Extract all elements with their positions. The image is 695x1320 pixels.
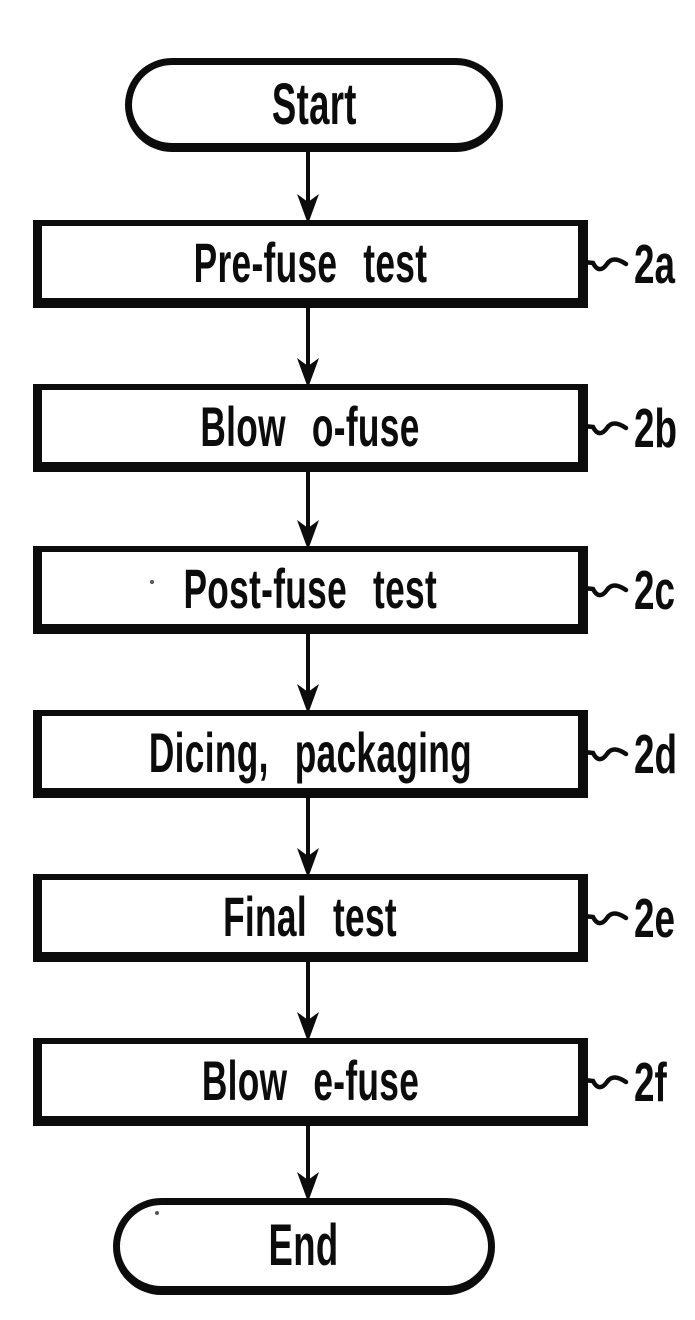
end-label: End bbox=[269, 1213, 339, 1278]
process-box-final-test: Final test bbox=[33, 874, 588, 962]
flow-arrow-2c-to-2d bbox=[297, 634, 319, 714]
process-box-pre-fuse-test: Pre-fuse test bbox=[33, 220, 588, 308]
ref-connector-squiggle-2a bbox=[583, 257, 629, 272]
end-terminator: End bbox=[113, 1198, 495, 1295]
ref-connector-squiggle-2e bbox=[583, 911, 629, 926]
process-label: Final test bbox=[223, 884, 397, 948]
start-terminator: Start bbox=[125, 58, 503, 152]
flow-arrow-2e-to-2f bbox=[297, 962, 319, 1042]
process-label: Dicing, packaging bbox=[148, 720, 472, 784]
ref-label-2e: 2e bbox=[634, 887, 675, 949]
flow-arrow-2d-to-2e bbox=[297, 798, 319, 878]
ref-label-2f: 2f bbox=[634, 1051, 667, 1113]
ref-connector-squiggle-2c bbox=[583, 583, 629, 598]
start-label: Start bbox=[271, 71, 357, 137]
ref-connector-squiggle-2d bbox=[583, 747, 629, 762]
ref-connector-squiggle-2f bbox=[583, 1075, 629, 1090]
flow-arrow-2a-to-2b bbox=[297, 308, 319, 388]
flow-arrow-2f-to-end bbox=[297, 1122, 319, 1202]
scan-speck bbox=[155, 1211, 159, 1215]
flow-arrow-2b-to-2c bbox=[297, 470, 319, 550]
process-box-post-fuse-test: Post-fuse test bbox=[33, 546, 588, 634]
ref-label-2d: 2d bbox=[634, 723, 678, 785]
ref-label-2c: 2c bbox=[634, 559, 675, 621]
process-label: Blow e-fuse bbox=[201, 1048, 419, 1112]
scan-speck bbox=[150, 580, 154, 584]
process-label: Blow o-fuse bbox=[200, 394, 420, 458]
ref-label-2b: 2b bbox=[634, 397, 678, 459]
process-box-blow-o-fuse: Blow o-fuse bbox=[33, 384, 588, 472]
process-label: Pre-fuse test bbox=[193, 230, 427, 294]
ref-connector-squiggle-2b bbox=[583, 421, 629, 436]
process-box-blow-e-fuse: Blow e-fuse bbox=[33, 1038, 588, 1126]
ref-label-2a: 2a bbox=[634, 233, 675, 295]
process-label: Post-fuse test bbox=[183, 556, 437, 620]
flow-arrow-start-to-2a bbox=[297, 144, 319, 224]
process-box-dicing-packaging: Dicing, packaging bbox=[33, 710, 588, 798]
